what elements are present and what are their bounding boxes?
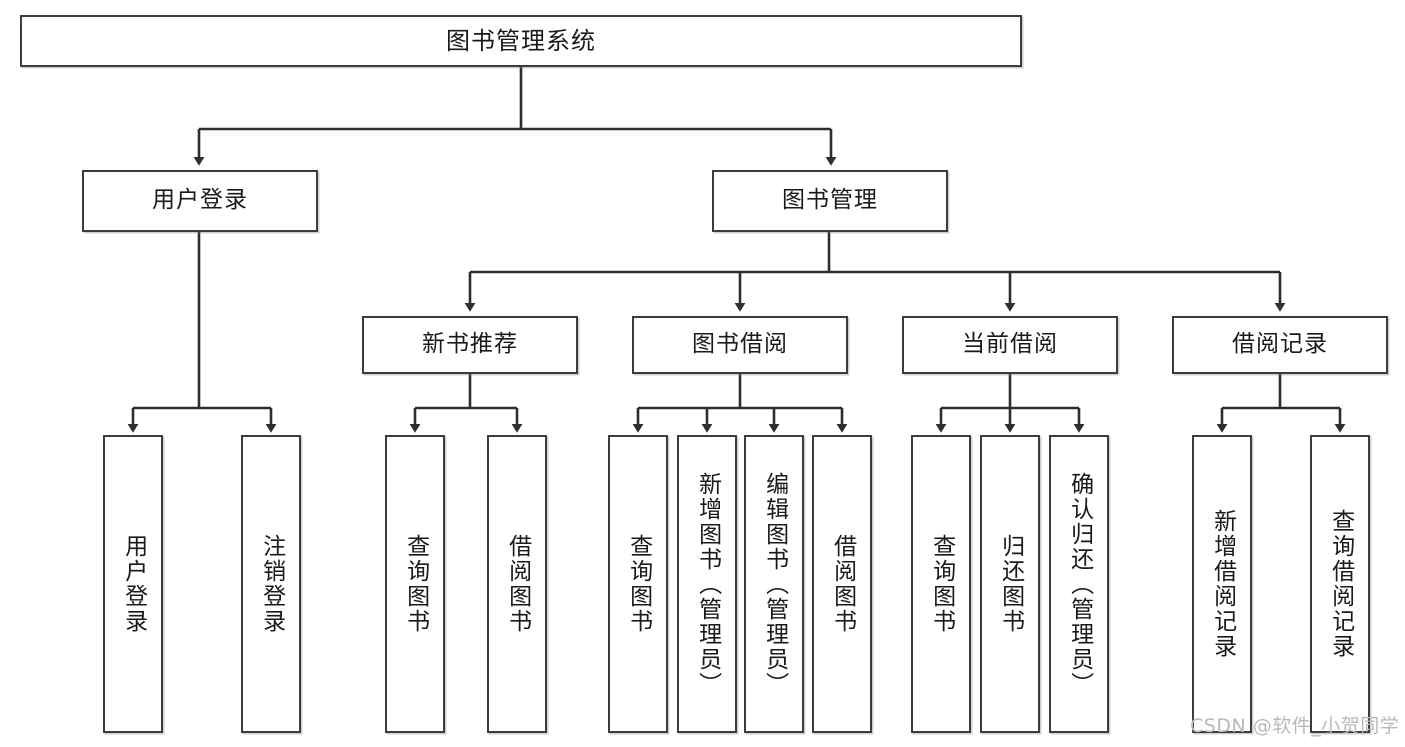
leaf-label: 编辑图书（管理员） (761, 471, 788, 697)
node-label: 图书管理系统 (446, 26, 596, 55)
leaf-label: 归还图书 (997, 534, 1024, 634)
leaf-label: 新增借阅记录 (1209, 509, 1236, 659)
leaf-label: 注销登录 (258, 534, 285, 634)
leaf-user-login[interactable]: 用户登录 (103, 435, 163, 733)
leaf-edit-book[interactable]: 编辑图书（管理员） (744, 435, 804, 733)
node-label: 当前借阅 (962, 331, 1058, 358)
leaf-label: 借阅图书 (829, 534, 856, 634)
leaf-logout[interactable]: 注销登录 (241, 435, 301, 733)
node-current-borrow[interactable]: 当前借阅 (902, 316, 1118, 374)
leaf-query-record[interactable]: 查询借阅记录 (1310, 435, 1370, 733)
node-label: 图书管理 (782, 187, 878, 214)
leaf-label: 查询借阅记录 (1327, 509, 1354, 659)
leaf-label: 新增图书（管理员） (694, 471, 721, 697)
node-label: 借阅记录 (1232, 331, 1328, 358)
node-book-management[interactable]: 图书管理 (712, 170, 948, 232)
node-root-system[interactable]: 图书管理系统 (20, 15, 1022, 67)
leaf-query-book-borrow[interactable]: 查询图书 (608, 435, 668, 733)
leaf-label: 用户登录 (120, 534, 147, 634)
leaf-borrow-book-recommend[interactable]: 借阅图书 (487, 435, 547, 733)
leaf-add-record[interactable]: 新增借阅记录 (1192, 435, 1252, 733)
leaf-label: 借阅图书 (504, 534, 531, 634)
node-label: 新书推荐 (422, 331, 518, 358)
leaf-query-book-current[interactable]: 查询图书 (911, 435, 971, 733)
leaf-label: 查询图书 (928, 534, 955, 634)
leaf-query-book-recommend[interactable]: 查询图书 (385, 435, 445, 733)
leaf-label: 确认归还（管理员） (1066, 471, 1093, 697)
leaf-borrow-book[interactable]: 借阅图书 (812, 435, 872, 733)
leaf-label: 查询图书 (402, 534, 429, 634)
leaf-confirm-return[interactable]: 确认归还（管理员） (1049, 435, 1109, 733)
leaf-return-book[interactable]: 归还图书 (980, 435, 1040, 733)
node-label: 图书借阅 (692, 331, 788, 358)
node-user-login[interactable]: 用户登录 (82, 170, 318, 232)
leaf-label: 查询图书 (625, 534, 652, 634)
node-new-book-recommend[interactable]: 新书推荐 (362, 316, 578, 374)
node-borrow-record[interactable]: 借阅记录 (1172, 316, 1388, 374)
watermark-text: CSDN @软件_小贺同学 (1190, 715, 1400, 737)
leaf-add-book[interactable]: 新增图书（管理员） (677, 435, 737, 733)
node-book-borrow[interactable]: 图书借阅 (632, 316, 848, 374)
node-label: 用户登录 (152, 187, 248, 214)
